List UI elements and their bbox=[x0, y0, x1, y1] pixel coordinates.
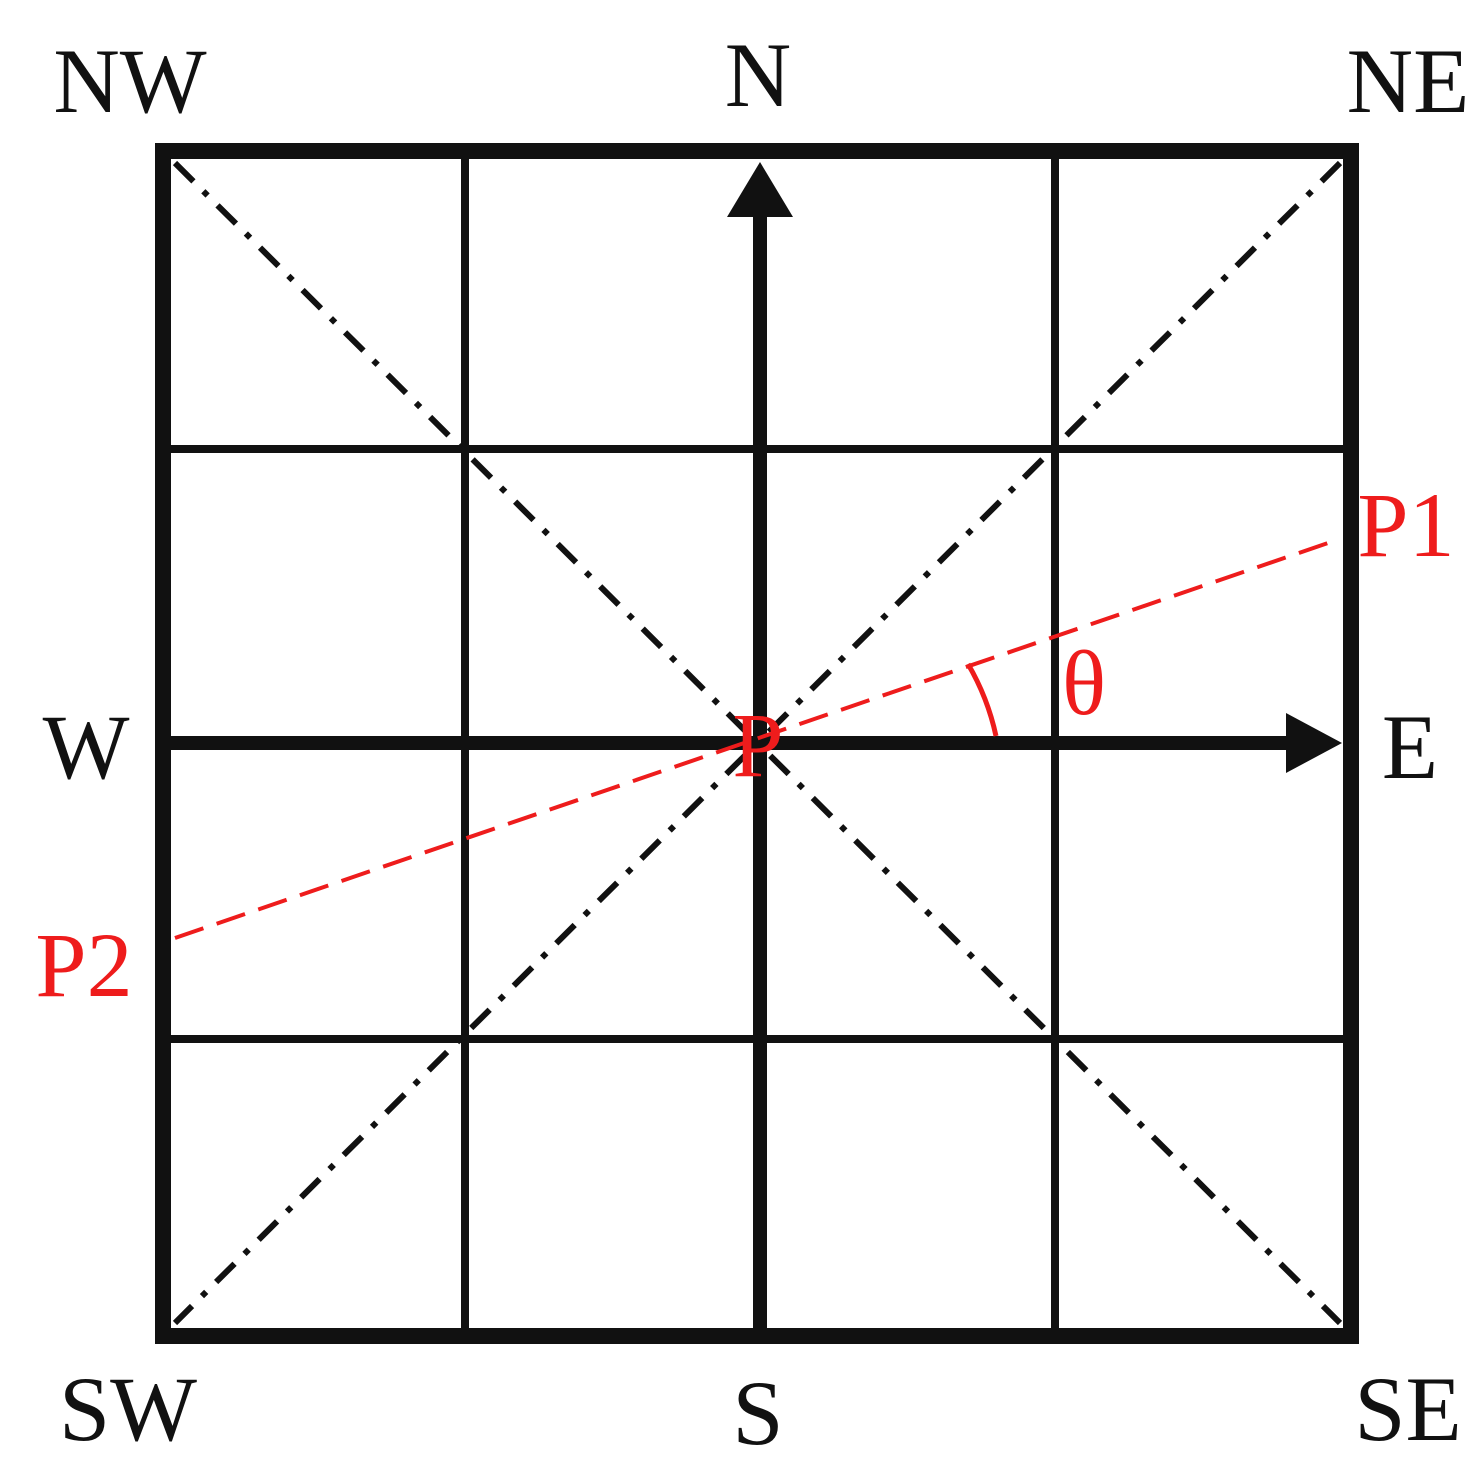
label-e: E bbox=[1382, 696, 1438, 798]
label-w: W bbox=[43, 696, 130, 798]
outer-frame bbox=[155, 143, 1359, 1344]
label-center-p: P bbox=[732, 694, 783, 796]
label-sw: SW bbox=[59, 1358, 197, 1460]
north-arrowhead bbox=[727, 162, 793, 217]
label-se: SE bbox=[1354, 1358, 1461, 1460]
label-p1: P1 bbox=[1357, 474, 1454, 576]
label-nw: NW bbox=[53, 30, 206, 132]
label-n: N bbox=[725, 24, 791, 126]
east-arrowhead bbox=[1286, 713, 1342, 773]
label-s: S bbox=[732, 1362, 783, 1464]
label-theta: θ bbox=[1062, 632, 1106, 734]
theta-angle-arc bbox=[965, 662, 999, 737]
p1-p2-line bbox=[174, 541, 1329, 940]
label-ne: NE bbox=[1347, 30, 1470, 132]
label-p2: P2 bbox=[35, 914, 132, 1016]
